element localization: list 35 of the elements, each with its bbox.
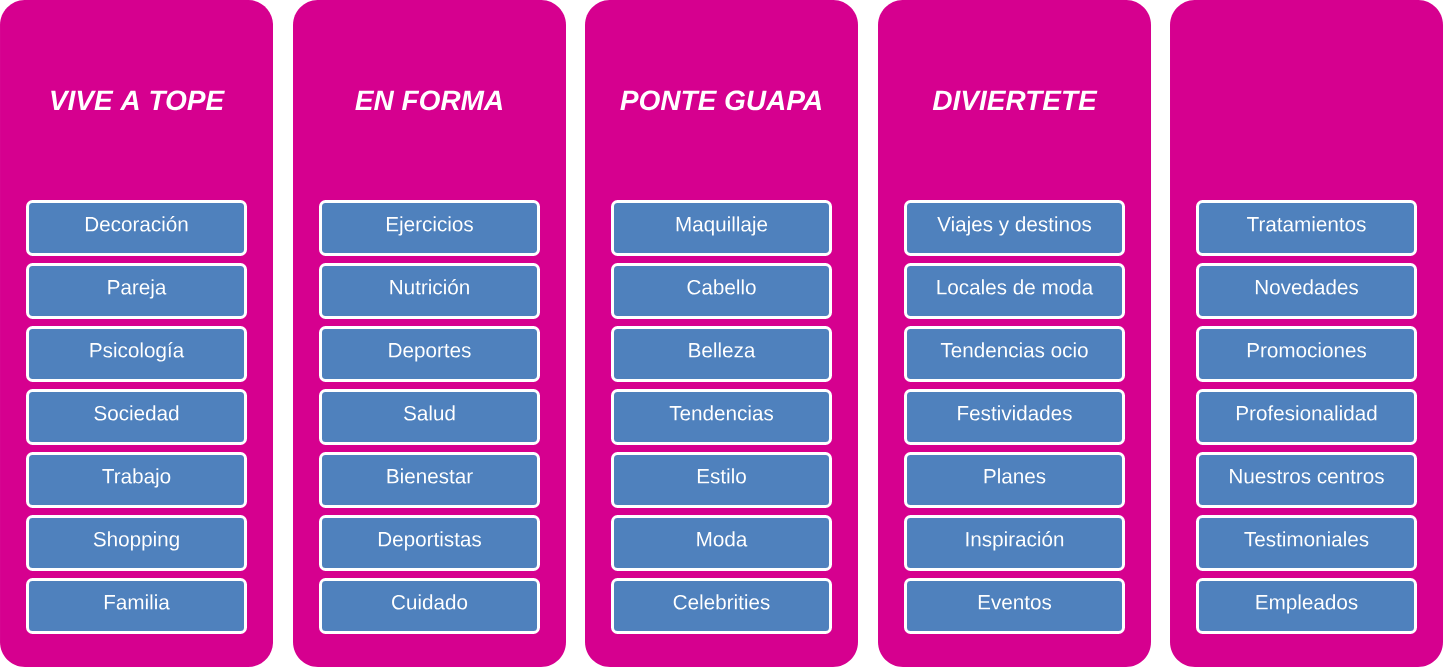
topic-box: Ejercicios: [319, 200, 540, 256]
topic-box: Shopping: [26, 515, 247, 571]
topic-box: Deportistas: [319, 515, 540, 571]
topic-box: Testimoniales: [1196, 515, 1417, 571]
topic-box: Moda: [611, 515, 832, 571]
topic-box: Festividades: [904, 389, 1125, 445]
topic-box: Profesionalidad: [1196, 389, 1417, 445]
topic-box: Tendencias ocio: [904, 326, 1125, 382]
topic-box: Tendencias: [611, 389, 832, 445]
topic-box: Nuestros centros: [1196, 452, 1417, 508]
topic-box: Maquillaje: [611, 200, 832, 256]
topic-box: Nutrición: [319, 263, 540, 319]
topic-box: Inspiración: [904, 515, 1125, 571]
topic-box: Bienestar: [319, 452, 540, 508]
topic-box: Planes: [904, 452, 1125, 508]
topic-box: Decoración: [26, 200, 247, 256]
topic-box: Trabajo: [26, 452, 247, 508]
topic-box: Salud: [319, 389, 540, 445]
topic-box: Familia: [26, 578, 247, 634]
topic-box: Deportes: [319, 326, 540, 382]
topic-box: Locales de moda: [904, 263, 1125, 319]
topic-box: Cabello: [611, 263, 832, 319]
topic-box: Empleados: [1196, 578, 1417, 634]
topic-box: Tratamientos: [1196, 200, 1417, 256]
topic-box: Belleza: [611, 326, 832, 382]
topic-box: Pareja: [26, 263, 247, 319]
topic-box: Viajes y destinos: [904, 200, 1125, 256]
topic-box: Psicología: [26, 326, 247, 382]
topic-box: Novedades: [1196, 263, 1417, 319]
topic-box: Eventos: [904, 578, 1125, 634]
topic-box: Promociones: [1196, 326, 1417, 382]
topic-box: Cuidado: [319, 578, 540, 634]
topic-box: Estilo: [611, 452, 832, 508]
topic-box: Celebrities: [611, 578, 832, 634]
topic-box: Sociedad: [26, 389, 247, 445]
